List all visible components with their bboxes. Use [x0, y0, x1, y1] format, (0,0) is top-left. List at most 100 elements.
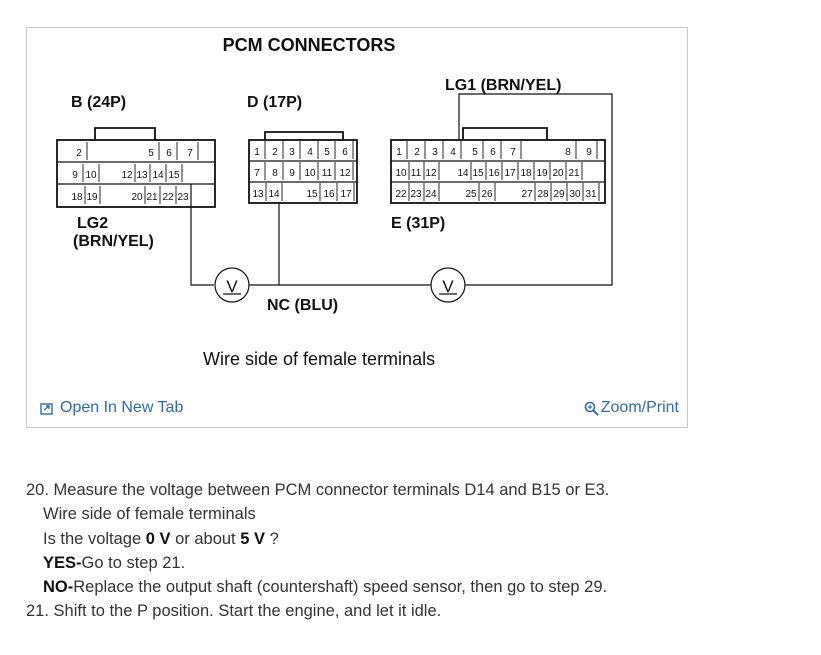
terminal-number: 15: [168, 170, 180, 181]
terminal-number: 20: [552, 168, 564, 179]
terminal-number: 16: [488, 168, 500, 179]
terminal-number: 11: [411, 168, 422, 179]
yes-text: Go to step 21.: [81, 553, 186, 572]
figure-container: PCM CONNECTORS B (24P) D (17P) LG1 (BRN/…: [26, 27, 688, 428]
terminal-number: 10: [395, 168, 407, 179]
terminal-number: 2: [414, 147, 420, 158]
voltmeter-symbol-right: V: [442, 277, 454, 296]
open-in-new-tab-link[interactable]: Open In New Tab: [40, 399, 183, 417]
question-suffix: ?: [265, 529, 279, 548]
terminal-number: 21: [568, 168, 580, 179]
terminal-number: 6: [490, 147, 496, 158]
question-value-5v: 5 V: [240, 529, 266, 548]
terminal-number: 23: [177, 192, 189, 203]
no-branch: NO-Replace the output shaft (countershaf…: [26, 575, 806, 599]
lg2-wire-color: (BRN/YEL): [73, 233, 154, 250]
yes-label: YES-: [43, 553, 82, 572]
pcm-connector-diagram: PCM CONNECTORS B (24P) D (17P) LG1 (BRN/…: [56, 35, 613, 369]
terminal-number: 13: [136, 170, 148, 181]
no-text: Replace the output shaft (countershaft) …: [73, 578, 608, 597]
terminal-number: 19: [86, 192, 98, 203]
terminal-number: 5: [324, 147, 330, 158]
terminal-number: 31: [585, 189, 597, 200]
terminal-number: 16: [323, 189, 335, 200]
terminal-number: 4: [450, 147, 456, 158]
open-new-tab-icon: [40, 402, 53, 415]
terminal-number: 21: [146, 192, 158, 203]
terminal-number: 2: [272, 147, 278, 158]
terminal-number: 3: [432, 147, 438, 158]
terminal-number: 23: [410, 189, 422, 200]
terminal-number: 12: [425, 168, 437, 179]
procedure-steps: 20. Measure the voltage between PCM conn…: [26, 478, 806, 624]
zoom-icon: [584, 401, 599, 416]
terminal-number: 10: [304, 168, 316, 179]
connector-d-label: D (17P): [247, 94, 302, 111]
terminal-number: 15: [306, 189, 318, 200]
terminal-number: 20: [131, 192, 143, 203]
terminal-number: 29: [553, 189, 565, 200]
terminal-number: 24: [425, 189, 437, 200]
terminal-number: 9: [72, 170, 78, 181]
terminal-number: 14: [457, 168, 469, 179]
terminal-number: 17: [504, 168, 516, 179]
terminal-number: 30: [569, 189, 581, 200]
terminal-number: 18: [520, 168, 532, 179]
connector-b-label: B (24P): [71, 94, 126, 111]
terminal-number: 3: [289, 147, 295, 158]
yes-branch: YES-Go to step 21.: [26, 551, 806, 575]
terminal-number: 12: [339, 168, 351, 179]
question-mid: or about: [170, 529, 241, 548]
terminal-number: 4: [307, 147, 313, 158]
nc-wire-label: NC (BLU): [267, 297, 338, 314]
terminal-number: 26: [481, 189, 493, 200]
step-20-subtext: Wire side of female terminals: [43, 505, 256, 524]
terminal-number: 7: [510, 147, 516, 158]
terminal-number: 7: [254, 168, 260, 179]
voltmeter-symbol-left: V: [226, 277, 238, 296]
terminal-number: 6: [342, 147, 348, 158]
lg1-label: LG1 (BRN/YEL): [445, 77, 561, 94]
terminal-number: 22: [162, 192, 174, 203]
figure-caption: Wire side of female terminals: [203, 349, 435, 369]
terminal-number: 8: [272, 168, 278, 179]
question-prefix: Is the voltage: [43, 529, 146, 548]
terminal-number: 15: [472, 168, 484, 179]
terminal-number: 10: [85, 170, 97, 181]
step-21: 21. Shift to the P position. Start the e…: [26, 602, 442, 621]
terminal-number: 5: [472, 147, 478, 158]
terminal-number: 19: [536, 168, 548, 179]
terminal-number: 6: [166, 148, 172, 159]
terminal-number: 7: [187, 148, 193, 159]
connector-e-label: E (31P): [391, 215, 445, 232]
terminal-number: 27: [521, 189, 533, 200]
terminal-number: 8: [565, 147, 571, 158]
figure-title: PCM CONNECTORS: [223, 35, 396, 55]
zoom-print-label: Zoom/Print: [600, 399, 679, 416]
terminal-number: 1: [254, 147, 260, 158]
terminal-number: 2: [76, 148, 82, 159]
terminal-number: 17: [340, 189, 352, 200]
terminal-number: 9: [586, 147, 592, 158]
terminal-number: 22: [395, 189, 407, 200]
step-20-question: Is the voltage 0 V or about 5 V ?: [26, 527, 806, 551]
terminal-number: 1: [396, 147, 402, 158]
no-label: NO-: [43, 578, 74, 597]
terminal-number: 28: [537, 189, 549, 200]
lg2-label: LG2: [77, 215, 108, 232]
zoom-print-link[interactable]: Zoom/Print: [584, 399, 679, 417]
step-20: 20. Measure the voltage between PCM conn…: [26, 481, 610, 499]
terminal-number: 18: [71, 192, 83, 203]
figure-footer: Open In New Tab Zoom/Print: [27, 393, 687, 423]
terminal-number: 12: [121, 170, 133, 181]
terminal-number: 14: [152, 170, 164, 181]
terminal-number: 11: [322, 168, 333, 179]
terminal-number: 13: [252, 189, 264, 200]
terminal-number: 5: [148, 148, 154, 159]
terminal-number: 9: [289, 168, 295, 179]
terminal-number: 14: [268, 189, 280, 200]
question-value-0v: 0 V: [145, 529, 171, 548]
terminal-number: 25: [465, 189, 477, 200]
open-in-new-tab-label: Open In New Tab: [60, 399, 184, 416]
